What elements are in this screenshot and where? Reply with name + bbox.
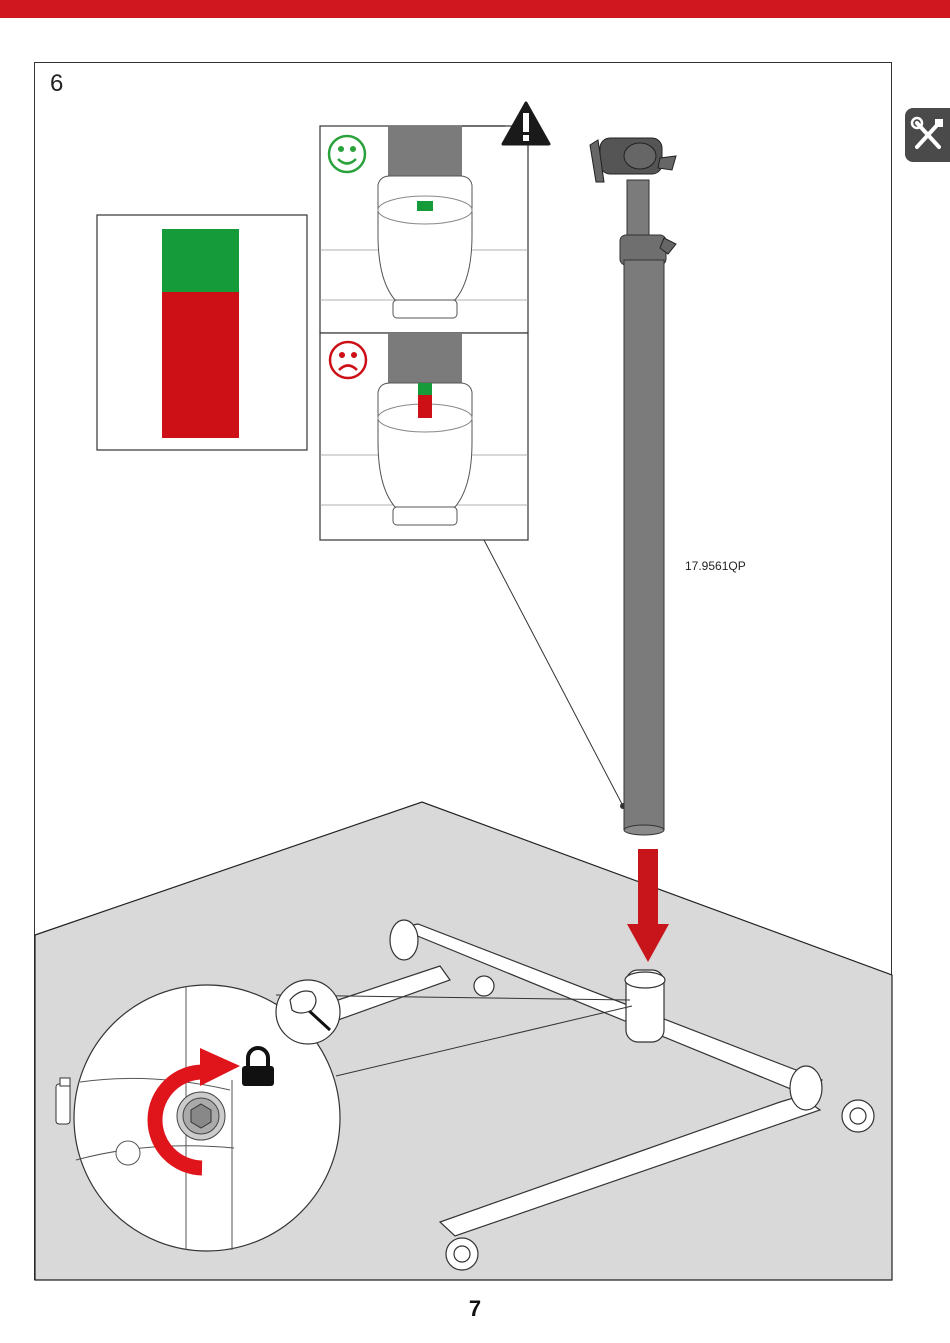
callout-leader-line <box>484 540 623 806</box>
pole-part <box>590 138 676 835</box>
height-legend-box <box>97 215 307 450</box>
detail-incorrect <box>320 333 528 540</box>
base-leg-left <box>56 1078 70 1124</box>
detail-correct <box>320 126 528 333</box>
hex-key-icon <box>276 980 340 1044</box>
page-number: 7 <box>0 1296 950 1322</box>
part-code-label: 17.9561QP <box>685 559 746 573</box>
